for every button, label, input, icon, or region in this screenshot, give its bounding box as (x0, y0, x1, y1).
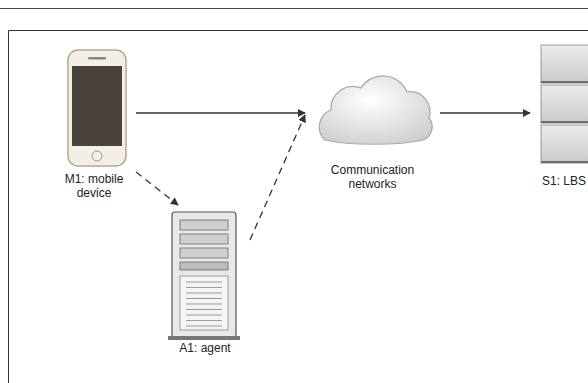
solid-arrow (440, 112, 530, 113)
node-label: M1: mobile device (58, 172, 130, 200)
node-label: S1: LBS (530, 174, 586, 188)
server-node: S1: LBS (530, 42, 586, 188)
top-rule (0, 8, 588, 9)
dashed-arrow (250, 115, 305, 240)
server-icon (541, 45, 588, 163)
agent-node: A1: agent (160, 205, 250, 355)
dashed-arrow (136, 172, 178, 205)
network-node: Communication networks (305, 75, 440, 191)
figure-frame (9, 31, 588, 383)
tower-icon (168, 212, 240, 340)
device-node: M1: mobile device (52, 44, 136, 200)
node-label: A1: agent (160, 341, 250, 355)
phone-icon (68, 50, 126, 166)
node-label: Communication networks (323, 163, 423, 191)
cloud-icon (319, 76, 432, 144)
solid-arrow (136, 112, 305, 113)
